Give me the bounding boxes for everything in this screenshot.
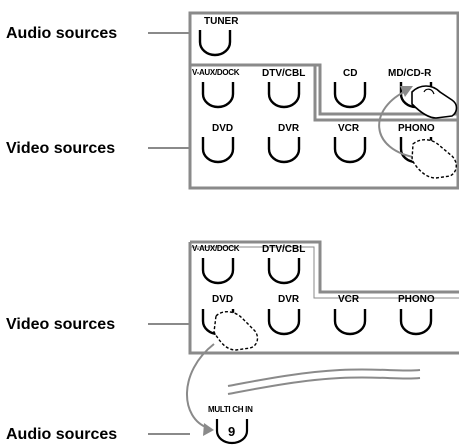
tuner-label: TUNER [204,16,239,27]
vaux-dock-label: V-AUX/DOCK [192,68,240,77]
move-arrow-2 [186,343,215,429]
dtv-cbl-label: DTV/CBL [262,68,305,79]
dvd-label: DVD [212,123,233,134]
dtv-cbl-button[interactable] [267,82,301,109]
cd-button[interactable] [333,82,367,109]
vcr-button-2[interactable] [333,309,367,336]
dvd-label-2: DVD [212,294,233,305]
vaux-dock-button-2[interactable] [201,258,235,285]
audio-sources-label: Audio sources [6,25,117,42]
phono-button-2[interactable] [399,309,433,336]
hand-pointer-dashed-icon [411,139,457,179]
vcr-label: VCR [338,123,360,134]
vcr-label-2: VCR [338,294,360,305]
hand-pointer-icon [411,85,458,119]
dtv-cbl-label-2: DTV/CBL [262,244,305,255]
diagram-2: Video sources Audio sources V-AUX/DOCK D… [6,240,459,445]
panel2-outline [188,240,459,355]
phono-label-2: PHONO [398,294,435,305]
dtv-cbl-button-2[interactable] [267,258,301,285]
dvr-button-2[interactable] [267,309,301,336]
dvd-button[interactable] [201,137,235,164]
cd-label: CD [343,68,357,79]
move-arrow-head [400,86,413,97]
move-arrow [378,89,419,159]
dvr-label-2: DVR [278,294,300,305]
video-sources-label-2: Video sources [6,316,115,333]
break-line-top [227,368,421,387]
move-arrow-2-head [203,423,214,436]
vaux-dock-button[interactable] [201,82,235,109]
phono-label: PHONO [398,123,435,134]
hand-pointer-dashed-icon-2 [213,311,259,351]
video-sources-label: Video sources [6,140,115,157]
panel2-inner-line [190,246,459,299]
multi-ch-in-key: 9 [228,424,235,439]
audio-sources-label-2: Audio sources [6,426,117,443]
break-line-bottom [227,376,421,395]
vcr-button[interactable] [333,137,367,164]
dvr-label: DVR [278,123,300,134]
multi-ch-in-button[interactable] [215,419,249,445]
panel-outline [188,11,459,190]
dvr-button[interactable] [267,137,301,164]
tuner-button[interactable] [198,30,232,57]
panel-divider-inner [190,63,458,122]
multi-ch-in-label: MULTI CH IN [208,405,253,414]
hand-finger-detail [423,88,435,95]
vaux-dock-label-2: V-AUX/DOCK [192,244,240,253]
diagram-1: Audio sources Video sources TUNER V-AUX/… [6,11,459,190]
md-cdr-label: MD/CD-R [388,68,432,79]
